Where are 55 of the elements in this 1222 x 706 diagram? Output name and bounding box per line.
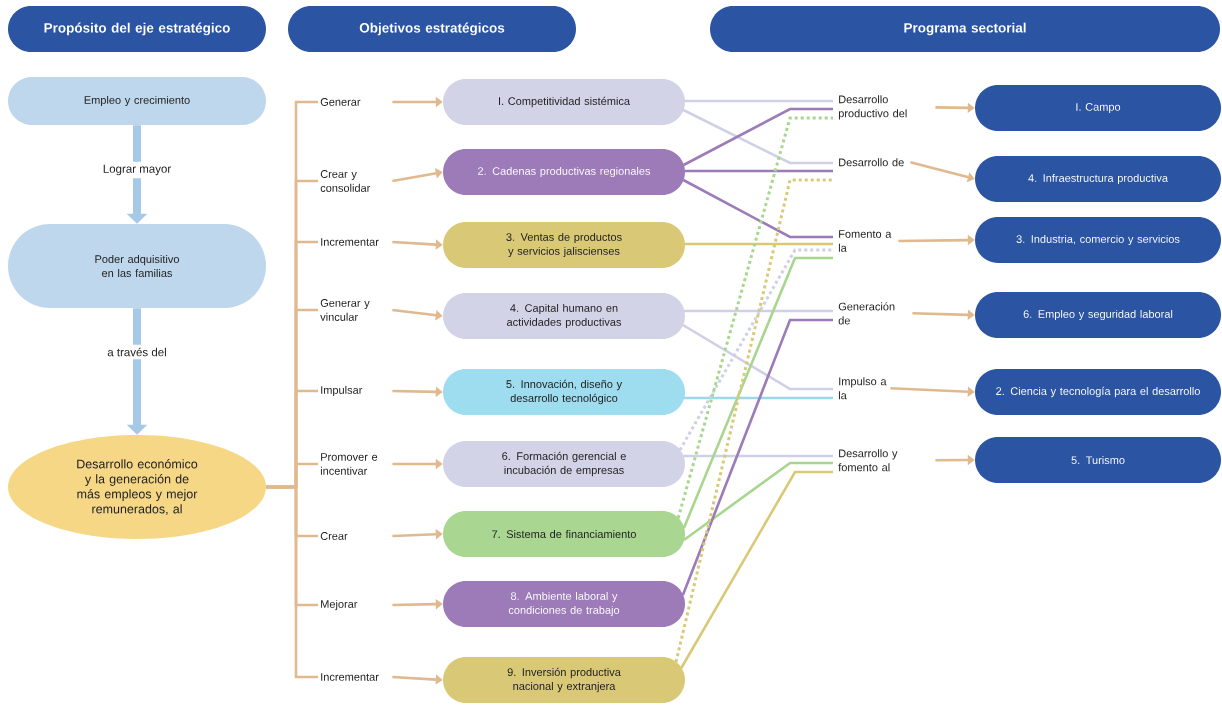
connector-line: [684, 309, 833, 313]
program-lead-label: Desarrollo productivo del: [838, 95, 907, 120]
verb-label: Incrementar: [321, 238, 379, 246]
verb-label: Mejorar: [321, 599, 358, 611]
verb-label: Incrementar: [321, 673, 379, 681]
connector-line: [266, 485, 318, 679]
program-lead-label: Desarrollo y fomento al: [838, 449, 898, 472]
objective-box: 4. Capital humano en actividades productivas: [443, 293, 685, 339]
connector-line: [684, 99, 833, 103]
program-box: I. Campo: [975, 85, 1221, 131]
connector-line: [682, 178, 833, 239]
header-banner: Objetivos estratégicos: [288, 6, 576, 52]
program-box: 2. Ciencia y tecnología para el desarrollo: [975, 369, 1221, 415]
edge-label: Lograr mayor: [99, 161, 175, 179]
connector-line: [676, 116, 833, 519]
objective-box: 6. Formación gerencial e incubación de empresas: [443, 441, 685, 487]
arrow: [392, 168, 443, 183]
goal-box: Empleo y crecimiento: [8, 77, 266, 125]
arrow: [890, 386, 975, 397]
edge-label: a través del: [104, 344, 170, 360]
connector-line: [684, 242, 833, 246]
program-box: 4. Infraestructura productiva: [975, 156, 1221, 202]
verb-label: Impulsar: [321, 385, 363, 397]
program-lead-label: Fomento a la: [838, 230, 892, 252]
program-lead-label: Desarrollo de: [839, 158, 904, 167]
verb-label: Crear y consolidar: [320, 170, 371, 192]
connector-line: [674, 178, 833, 663]
connector-line: [683, 461, 833, 542]
connector-line: [680, 470, 833, 669]
program-box: 6. Empleo y seguridad laboral: [975, 292, 1221, 338]
objective-box: 8. Ambiente laboral y condiciones de trabajo: [443, 581, 685, 627]
objective-box: 5. Innovación, diseño y desarrollo tecnológico: [443, 369, 685, 415]
objective-box: 3. Ventas de productos y servicios jaliscienses: [443, 222, 685, 268]
program-box: 5. Turismo: [975, 437, 1221, 483]
objective-box: 9. Inversión productiva nacional y extranjera: [443, 657, 685, 703]
program-lead-label: Generación de: [838, 302, 895, 325]
header-banner: Propósito del eje estratégico: [8, 6, 266, 52]
verb-label: Generar y vincular: [320, 299, 370, 321]
program-box: 3. Industria, comercio y servicios: [975, 217, 1221, 263]
verb-label: Crear: [320, 532, 348, 540]
objective-box: I. Competitividad sistémica: [443, 79, 685, 125]
connector-line: [682, 323, 833, 391]
connector-line: [682, 256, 833, 529]
connector-line: [678, 248, 833, 451]
connector-line: [681, 318, 833, 596]
connector-line: [683, 396, 833, 400]
objective-box: 2. Cadenas productivas regionales: [443, 149, 685, 195]
verb-label: Generar: [320, 98, 361, 106]
connector-line: [684, 169, 833, 173]
program-lead-label: Impulso a la: [838, 377, 887, 400]
connector-line: [683, 454, 833, 458]
verb-label: Promover e incentivar: [320, 453, 378, 475]
objective-box: 7. Sistema de financiamiento: [443, 511, 685, 557]
goal-box: Poder adquisitivo en las familias: [8, 224, 266, 308]
header-banner: Programa sectorial: [710, 6, 1220, 52]
